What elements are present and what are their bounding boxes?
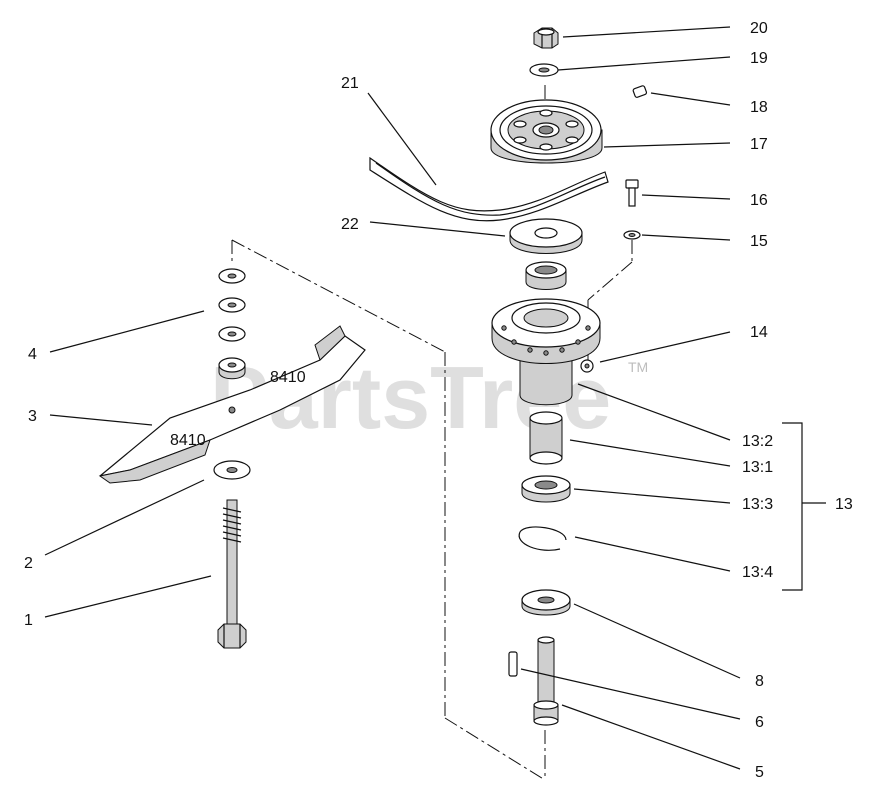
callout-5: 5 bbox=[755, 764, 764, 781]
part-21-belt bbox=[369, 156, 609, 222]
blade-marking-b: 8410 bbox=[170, 432, 206, 449]
part-14-grease-fitting bbox=[580, 359, 594, 373]
callout-18: 18 bbox=[750, 99, 768, 116]
callout-2: 2 bbox=[24, 555, 33, 572]
callout-14: 14 bbox=[750, 324, 768, 341]
part-2-washer bbox=[213, 460, 251, 480]
callout-20: 20 bbox=[750, 20, 768, 37]
callout-19: 19 bbox=[750, 50, 768, 67]
part-13-2-spindle-housing bbox=[491, 298, 601, 406]
part-16-bolt bbox=[625, 179, 639, 207]
part-18-set-screw bbox=[632, 85, 648, 98]
part-13-1-sleeve bbox=[529, 411, 563, 465]
watermark-trademark: TM bbox=[628, 359, 648, 375]
callout-13-1: 13:1 bbox=[742, 459, 773, 476]
blade-marking-a: 8410 bbox=[270, 369, 306, 386]
part-17-pulley bbox=[490, 99, 603, 164]
part-19-washer bbox=[529, 63, 559, 77]
bearing-upper bbox=[525, 261, 567, 290]
callout-22: 22 bbox=[341, 216, 359, 233]
part-22-spacer bbox=[509, 218, 583, 254]
callout-13-3: 13:3 bbox=[742, 496, 773, 513]
part-13-4-snap-ring bbox=[518, 526, 567, 551]
callout-13-2: 13:2 bbox=[742, 433, 773, 450]
callout-labels: 20 19 18 17 16 15 14 13:2 13:1 13:3 13:4… bbox=[24, 20, 853, 781]
part-8-washer bbox=[521, 589, 571, 616]
callout-15: 15 bbox=[750, 233, 768, 250]
callout-3: 3 bbox=[28, 408, 37, 425]
callout-1: 1 bbox=[24, 612, 33, 629]
part-15-washer bbox=[623, 230, 641, 240]
callout-6: 6 bbox=[755, 714, 764, 731]
part-5-spindle-shaft bbox=[533, 636, 559, 726]
callout-13-4: 13:4 bbox=[742, 564, 773, 581]
callout-13: 13 bbox=[835, 496, 853, 513]
callout-16: 16 bbox=[750, 192, 768, 209]
part-20-nut bbox=[533, 27, 559, 49]
callout-8: 8 bbox=[755, 673, 764, 690]
part-1-bolt bbox=[217, 499, 247, 649]
part-3-blade: 8410 8410 bbox=[98, 325, 366, 484]
callout-21: 21 bbox=[341, 75, 359, 92]
part-4-washers bbox=[218, 268, 246, 380]
callout-4: 4 bbox=[28, 346, 37, 363]
part-13-3-bearing bbox=[521, 475, 571, 503]
leader-lines bbox=[44, 26, 826, 770]
part-6-key bbox=[508, 651, 518, 677]
callout-17: 17 bbox=[750, 136, 768, 153]
